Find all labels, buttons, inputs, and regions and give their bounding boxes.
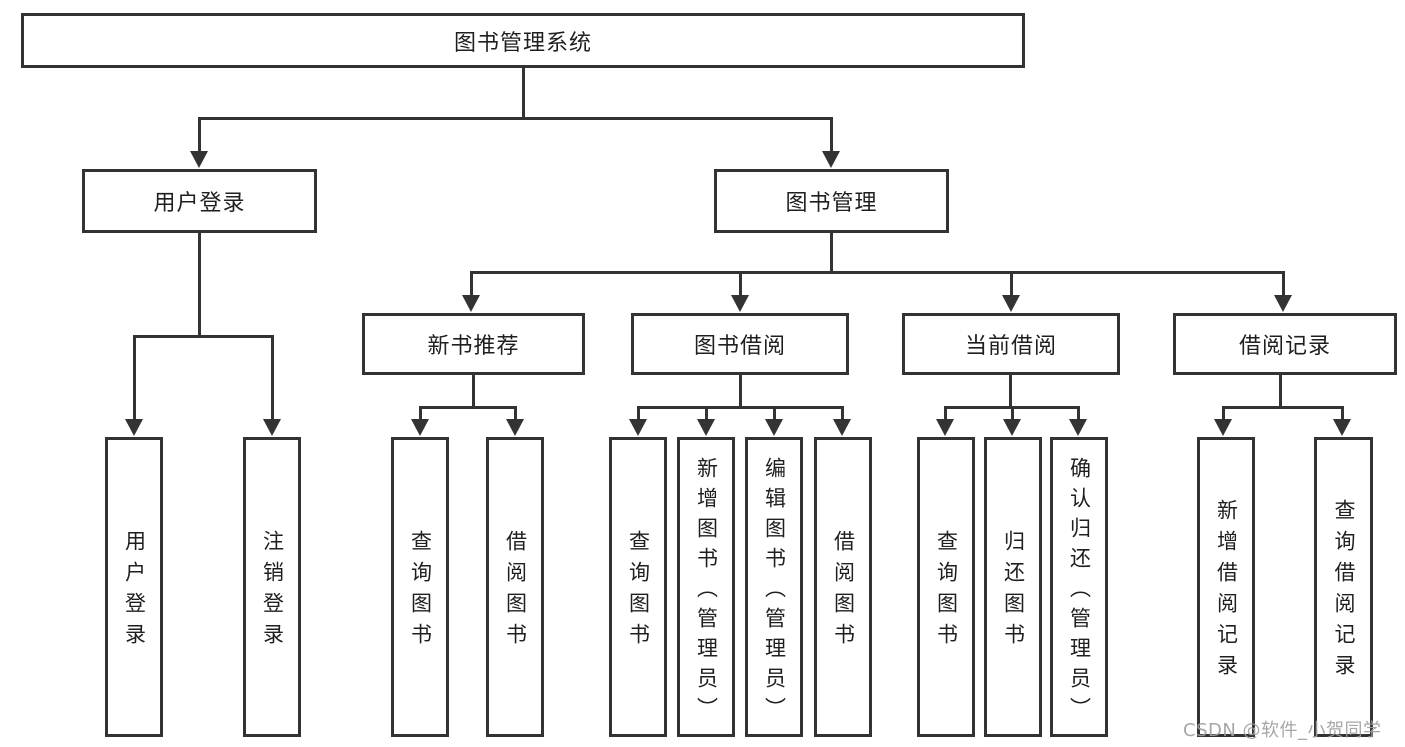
node-leaf-cb-confirm-return: 确认归还（管理员） [1050, 437, 1108, 737]
arrowhead-down-icon [697, 419, 715, 436]
node-label: 图书管理系统 [453, 30, 592, 56]
node-label: 注销登录 [260, 530, 285, 654]
connector-vline [521, 68, 525, 119]
connector-arrow-line [1010, 406, 1014, 423]
node-leaf-bb-query-book: 查询图书 [609, 437, 667, 737]
arrowhead-down-icon [190, 151, 208, 168]
node-label: 新增图书（管理员） [694, 456, 719, 727]
node-book-management: 图书管理 [714, 169, 949, 233]
connector-arrow-line [513, 406, 517, 423]
arrowhead-down-icon [462, 295, 480, 312]
node-leaf-cb-query-book: 查询图书 [917, 437, 975, 737]
connector-arrow-line [829, 117, 833, 155]
node-current-borrowing: 当前借阅 [902, 313, 1120, 375]
connector-hline [132, 334, 274, 338]
node-label: 借阅图书 [503, 530, 528, 654]
connector-arrow-line [636, 406, 640, 423]
connector-arrow-line [197, 117, 201, 155]
connector-hline [418, 405, 517, 409]
connector-arrow-line [1281, 271, 1285, 299]
arrowhead-down-icon [1274, 295, 1292, 312]
connector-arrow-line [1221, 406, 1225, 423]
arrowhead-down-icon [1002, 295, 1020, 312]
connector-arrow-line [469, 271, 473, 299]
arrowhead-down-icon [822, 151, 840, 168]
arrowhead-down-icon [731, 295, 749, 312]
arrowhead-down-icon [765, 419, 783, 436]
node-label: 查询图书 [934, 530, 959, 654]
arrowhead-down-icon [506, 419, 524, 436]
node-leaf-user-login: 用户登录 [105, 437, 163, 737]
node-leaf-bb-borrow-book: 借阅图书 [814, 437, 872, 737]
node-label: 用户登录 [122, 530, 147, 654]
node-label: 确认归还（管理员） [1067, 456, 1092, 727]
arrowhead-down-icon [1333, 419, 1351, 436]
connector-vline [738, 374, 742, 408]
node-leaf-bb-add-book: 新增图书（管理员） [677, 437, 735, 737]
node-label: 新增借阅记录 [1214, 499, 1239, 685]
node-user-login: 用户登录 [82, 169, 317, 233]
node-label: 查询图书 [626, 530, 651, 654]
connector-vline [1278, 374, 1282, 408]
csdn-watermark: CSDN @软件_小贺同学 [1183, 720, 1382, 741]
node-label: 编辑图书（管理员） [762, 456, 787, 727]
node-label: 当前借阅 [964, 334, 1057, 359]
node-root: 图书管理系统 [21, 13, 1025, 68]
connector-arrow-line [132, 335, 136, 423]
node-leaf-logout: 注销登录 [243, 437, 301, 737]
arrowhead-down-icon [1069, 419, 1087, 436]
node-leaf-bb-edit-book: 编辑图书（管理员） [745, 437, 803, 737]
connector-arrow-line [840, 406, 844, 423]
node-borrowing-records: 借阅记录 [1173, 313, 1397, 375]
arrowhead-down-icon [629, 419, 647, 436]
node-label: 查询借阅记录 [1332, 499, 1356, 685]
node-leaf-br-query-record: 查询借阅记录 [1314, 437, 1373, 737]
node-label: 用户登录 [153, 191, 246, 216]
connector-arrow-line [1340, 406, 1344, 423]
connector-arrow-line [270, 335, 274, 423]
connector-vline [829, 233, 833, 273]
connector-arrow-line [772, 406, 776, 423]
node-label: 新书推荐 [427, 334, 520, 359]
connector-hline [1221, 405, 1344, 409]
node-leaf-rec-query-book: 查询图书 [391, 437, 449, 737]
connector-hline [636, 405, 844, 409]
arrowhead-down-icon [125, 419, 143, 436]
arrowhead-down-icon [263, 419, 281, 436]
node-label: 借阅图书 [831, 530, 856, 654]
node-label: 查询图书 [408, 530, 433, 654]
node-leaf-cb-return-book: 归还图书 [984, 437, 1042, 737]
connector-arrow-line [738, 271, 742, 299]
arrowhead-down-icon [1003, 419, 1021, 436]
node-leaf-rec-borrow-book: 借阅图书 [486, 437, 544, 737]
connector-arrow-line [704, 406, 708, 423]
node-label: 图书借阅 [693, 334, 786, 359]
connector-hline [469, 270, 1285, 274]
node-book-borrowing: 图书借阅 [631, 313, 849, 375]
connector-arrow-line [943, 406, 947, 423]
connector-arrow-line [418, 406, 422, 423]
connector-vline [1008, 374, 1012, 408]
connector-hline [197, 116, 833, 120]
arrowhead-down-icon [1214, 419, 1232, 436]
node-leaf-br-add-record: 新增借阅记录 [1197, 437, 1255, 737]
node-new-book-recommend: 新书推荐 [362, 313, 585, 375]
connector-vline [471, 374, 475, 408]
connector-arrow-line [1076, 406, 1080, 423]
arrowhead-down-icon [936, 419, 954, 436]
arrowhead-down-icon [833, 419, 851, 436]
node-label: 归还图书 [1001, 530, 1026, 654]
node-label: 图书管理 [785, 191, 878, 216]
connector-vline [197, 233, 201, 337]
arrowhead-down-icon [411, 419, 429, 436]
connector-arrow-line [1009, 271, 1013, 299]
node-label: 借阅记录 [1238, 334, 1331, 359]
